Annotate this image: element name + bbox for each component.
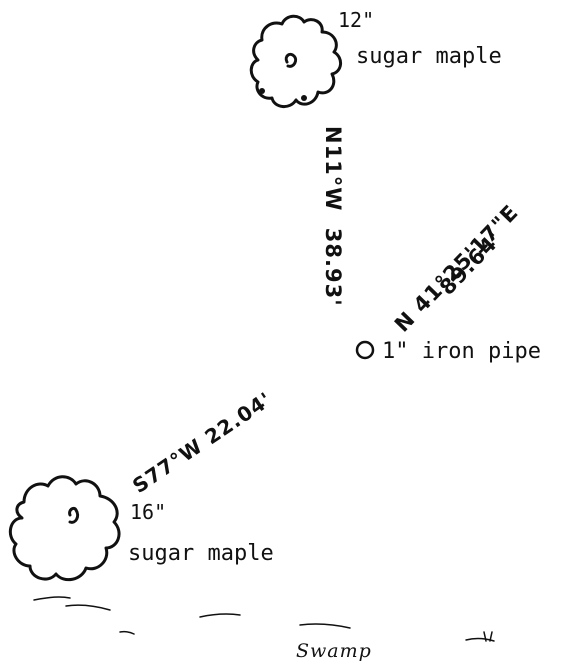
tree-canopy-icon: [249, 14, 342, 108]
swamp-label: Swamp: [296, 640, 372, 662]
pipe-label: 1" iron pipe: [382, 339, 541, 364]
tree-species-label: sugar maple: [128, 541, 274, 566]
tree-size-label: 16": [130, 500, 167, 524]
swamp-edge-lines: [33, 596, 495, 642]
bearing-label: N11°W 38.93': [321, 126, 345, 307]
pipe-circle-icon: [355, 340, 375, 360]
bearing-value: N11°W: [321, 126, 345, 212]
tree-canopy-icon: [8, 475, 121, 582]
tree-species-label: sugar maple: [356, 44, 502, 69]
tree-size-label: 12": [338, 8, 375, 32]
distance-value: 38.93': [321, 227, 345, 307]
